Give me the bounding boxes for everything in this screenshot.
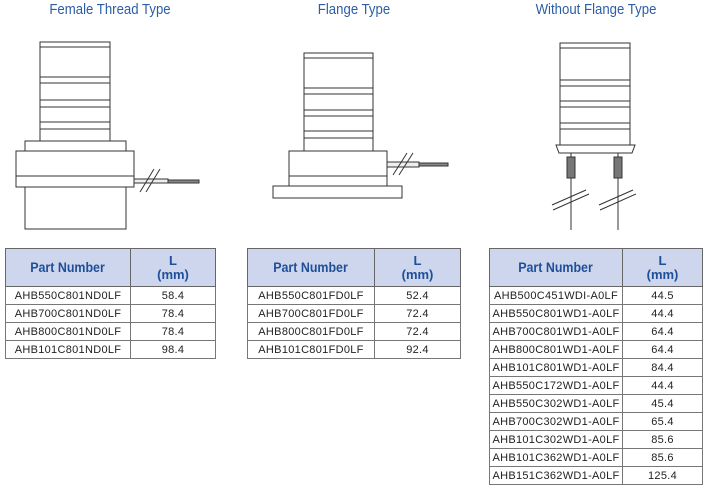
part-number-cell: AHB101C801WD1-A0LF: [489, 358, 623, 377]
length-cell: 52.4: [374, 286, 461, 305]
title-without-flange: Without Flange Type: [535, 1, 657, 18]
part-number-cell: AHB700C801ND0LF: [5, 304, 131, 323]
length-cell: 45.4: [622, 394, 703, 413]
length-cell: 92.4: [374, 340, 461, 359]
header-l: L(mm): [374, 248, 461, 287]
part-number-cell: AHB800C801ND0LF: [5, 322, 131, 341]
length-cell: 65.4: [622, 412, 703, 431]
header-part-number: Part Number: [247, 248, 375, 287]
part-number-cell: AHB800C801WD1-A0LF: [489, 340, 623, 359]
length-cell: 78.4: [130, 322, 216, 341]
female-thread-drawing: [15, 41, 200, 230]
length-cell: 125.4: [622, 466, 703, 485]
part-number-cell: AHB151C362WD1-A0LF: [489, 466, 623, 485]
flange-drawing: [272, 52, 449, 199]
table-header: Part Number L(mm): [489, 248, 703, 287]
length-cell: 72.4: [374, 322, 461, 341]
length-cell: 84.4: [622, 358, 703, 377]
part-number-cell: AHB101C302WD1-A0LF: [489, 430, 623, 449]
part-number-cell: AHB550C302WD1-A0LF: [489, 394, 623, 413]
part-number-cell: AHB101C801ND0LF: [5, 340, 131, 359]
part-number-cell: AHB550C801ND0LF: [5, 286, 131, 305]
without-flange-drawing: [551, 42, 637, 230]
header-l: L(mm): [622, 248, 703, 287]
title-female-thread: Female Thread Type: [49, 1, 171, 18]
table-header: Part Number L(mm): [5, 248, 216, 287]
length-cell: 98.4: [130, 340, 216, 359]
part-number-cell: AHB550C801WD1-A0LF: [489, 304, 623, 323]
length-cell: 44.4: [622, 304, 703, 323]
header-part-number: Part Number: [5, 248, 131, 287]
length-cell: 72.4: [374, 304, 461, 323]
length-cell: 78.4: [130, 304, 216, 323]
part-number-cell: AHB700C302WD1-A0LF: [489, 412, 623, 431]
length-cell: 85.6: [622, 430, 703, 449]
length-cell: 64.4: [622, 340, 703, 359]
length-cell: 44.5: [622, 286, 703, 305]
part-number-cell: AHB101C362WD1-A0LF: [489, 448, 623, 467]
length-cell: 64.4: [622, 322, 703, 341]
part-number-cell: AHB101C801FD0LF: [247, 340, 375, 359]
header-l: L(mm): [130, 248, 216, 287]
part-number-cell: AHB700C801FD0LF: [247, 304, 375, 323]
length-cell: 58.4: [130, 286, 216, 305]
part-number-cell: AHB800C801FD0LF: [247, 322, 375, 341]
length-cell: 85.6: [622, 448, 703, 467]
product-drawings: [15, 41, 637, 230]
part-number-cell: AHB500C451WDI-A0LF: [489, 286, 623, 305]
part-number-cell: AHB700C801WD1-A0LF: [489, 322, 623, 341]
length-cell: 44.4: [622, 376, 703, 395]
header-part-number: Part Number: [489, 248, 623, 287]
table-header: Part Number L(mm): [247, 248, 461, 287]
part-number-cell: AHB550C801FD0LF: [247, 286, 375, 305]
title-flange: Flange Type: [317, 1, 391, 18]
part-number-cell: AHB550C172WD1-A0LF: [489, 376, 623, 395]
